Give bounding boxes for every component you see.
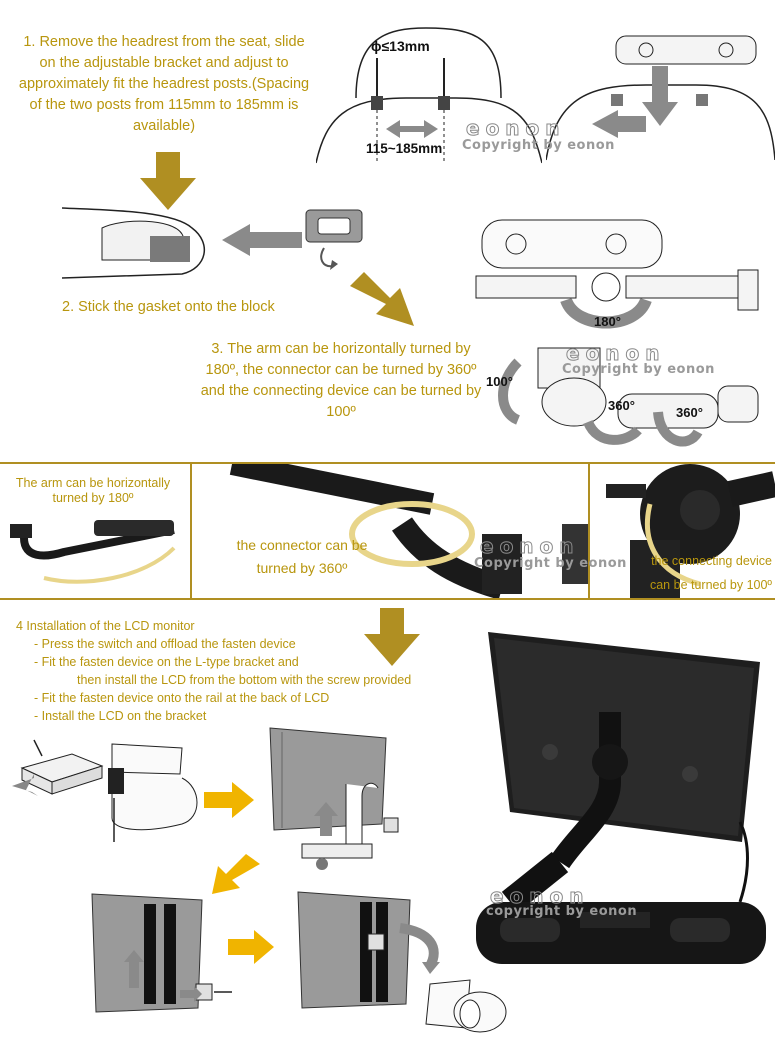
step1-instructions: 1. Remove the headrest from the seat, sl… [18,34,310,134]
connector-photo-middle [229,464,588,598]
divider-bottom [0,598,775,600]
watermark-copyright: Copyright by eonon [462,138,615,153]
diagonal-down-left-arrow-icon [212,854,260,894]
watermark-logo-4: eonon [490,884,590,909]
lcd-install-diagram [297,891,507,1033]
step3-instructions: 3. The arm can be horizontally turned by… [200,341,482,420]
lcd-monitor-photo [476,632,766,964]
panel-right-caption: the connecting device can be turned by 1… [649,554,772,592]
divider-top [0,462,775,464]
step4-item-2b: then install the LCD from the bottom wit… [77,673,412,687]
watermark-logo-2: eonon [566,341,666,366]
lcd-bracket-diagram [269,727,399,870]
lcd-rail-diagram [91,893,232,1013]
divider-left [190,462,192,600]
device-photo-right [606,464,775,598]
spacing-label: 115~185mm [366,141,443,156]
step4-item-1: - Press the switch and offload the faste… [34,637,296,651]
arm-photo-left [10,520,176,584]
watermark-logo-3: eonon [480,534,580,559]
angle-360-connector-label: 360° [608,398,635,413]
diameter-label: ϕ≤13mm [371,38,430,54]
watermark-copyright-3: Copyright by eonon [474,556,627,571]
panel-middle-caption: the connector can be turned by 360º [236,537,368,576]
step4-item-2: - Fit the fasten device on the L-type br… [34,655,299,669]
angle-180-label: 180° [594,314,621,329]
down-arrow-icon-2 [364,608,420,666]
step4-item-4: - Install the LCD on the bracket [34,709,207,723]
right-arrow-icon [204,782,254,818]
step4-title: 4 Installation of the LCD monitor [16,619,195,633]
connector-rotation-diagram [498,347,759,447]
watermark-copyright-2: Copyright by eonon [562,362,715,377]
panel-left-caption: The arm can be horizontally turned by 18… [15,476,171,505]
diagonal-down-right-arrow-icon [350,272,414,326]
right-arrow-icon-2 [228,930,274,964]
gasket-diagram [305,209,363,270]
watermark-logo: eonon [466,116,566,141]
step2-instructions: 2. Stick the gasket onto the block [62,299,275,315]
down-arrow-icon [140,152,196,210]
bracket-mount-diagram [546,35,775,161]
headrest-diagram [316,27,542,164]
block-diagram [62,207,206,279]
left-arrow-icon [222,224,302,256]
fasten-device-diagram [12,739,198,842]
arm-rotation-diagram [475,219,759,329]
angle-100-label: 100° [486,374,513,389]
divider-right [588,462,590,600]
angle-360-device-label: 360° [676,405,703,420]
step4-item-3: - Fit the fasten device onto the rail at… [34,691,330,705]
watermark-copyright-4: copyright by eonon [486,904,638,919]
